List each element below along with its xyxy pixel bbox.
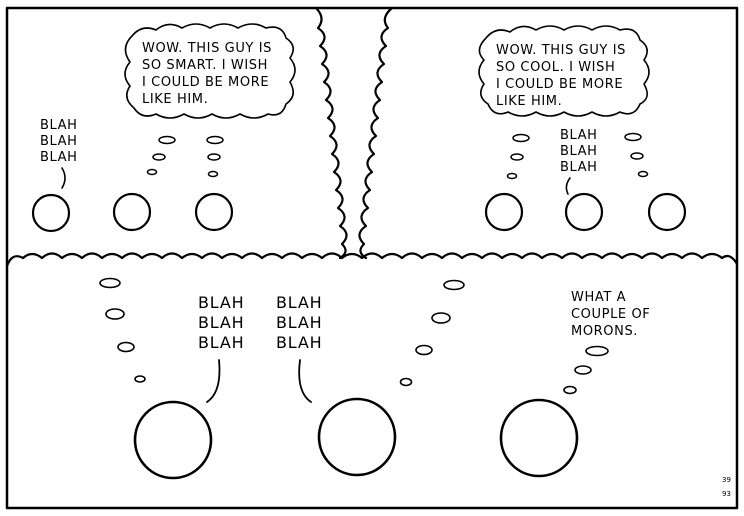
thought-line-3: I COULD BE MORE: [142, 75, 269, 90]
speech-line-2: BLAH: [198, 313, 244, 332]
thought-bubbles: [506, 132, 649, 180]
cloud-divider-right: [358, 6, 394, 260]
thought-bubbles: [146, 135, 224, 178]
character-head: [194, 192, 234, 232]
thought-line-2: SO SMART. I WISH: [142, 58, 268, 73]
character-head: [317, 397, 397, 477]
speech-line-1: BLAH: [276, 293, 322, 312]
character-head: [31, 193, 71, 233]
thought-bubbles-center: [399, 279, 465, 387]
comic-frame: [5, 6, 739, 510]
speech-tail: [565, 177, 571, 195]
speech-line-3: BLAH: [198, 333, 244, 352]
character-head: [564, 192, 604, 232]
thought-line-3: MORONS.: [571, 324, 638, 339]
thought-line-2: SO COOL. I WISH: [496, 60, 615, 75]
thought-bubbles-left: [99, 277, 146, 383]
thought-line-1: WHAT A: [571, 290, 626, 305]
speech-line-1: BLAH: [198, 293, 244, 312]
speech-line-2: BLAH: [560, 144, 598, 159]
left-panel: WOW. THIS GUY IS SO SMART. I WISH I COUL…: [31, 23, 296, 233]
speech-line-2: BLAH: [276, 313, 322, 332]
thought-line-3: I COULD BE MORE: [496, 77, 623, 92]
artist-signature: 39 93: [722, 476, 731, 498]
character-head: [647, 192, 687, 232]
character-head: [133, 400, 213, 480]
speech-line-3: BLAH: [560, 160, 598, 175]
thought-line-2: COUPLE OF: [571, 307, 650, 322]
character-head: [484, 192, 524, 232]
cloud-divider-horizontal: [5, 252, 739, 268]
right-panel: WOW. THIS GUY IS SO COOL. I WISH I COULD…: [478, 25, 687, 232]
speech-tail: [206, 359, 221, 403]
speech-line-1: BLAH: [40, 118, 78, 133]
thought-bubbles-right: [563, 345, 609, 395]
character-head: [112, 192, 152, 232]
speech-line-1: BLAH: [560, 128, 598, 143]
speech-tail: [298, 359, 312, 403]
speech-line-3: BLAH: [40, 150, 78, 165]
thought-line-4: LIKE HIM.: [496, 94, 562, 109]
thought-cloud: [478, 25, 650, 117]
cloud-divider-left: [314, 6, 348, 260]
thought-line-1: WOW. THIS GUY IS: [496, 43, 626, 58]
signature-line-1: 39: [722, 476, 731, 484]
thought-line-4: LIKE HIM.: [142, 92, 208, 107]
character-head: [499, 398, 579, 478]
thought-line-1: WOW. THIS GUY IS: [142, 41, 272, 56]
bottom-panel: BLAH BLAH BLAH BLAH BLAH BLAH WHAT A COU…: [99, 277, 731, 498]
speech-tail: [61, 167, 66, 189]
signature-line-2: 93: [722, 490, 731, 498]
speech-line-3: BLAH: [276, 333, 322, 352]
thought-cloud: [124, 23, 296, 119]
speech-line-2: BLAH: [40, 134, 78, 149]
